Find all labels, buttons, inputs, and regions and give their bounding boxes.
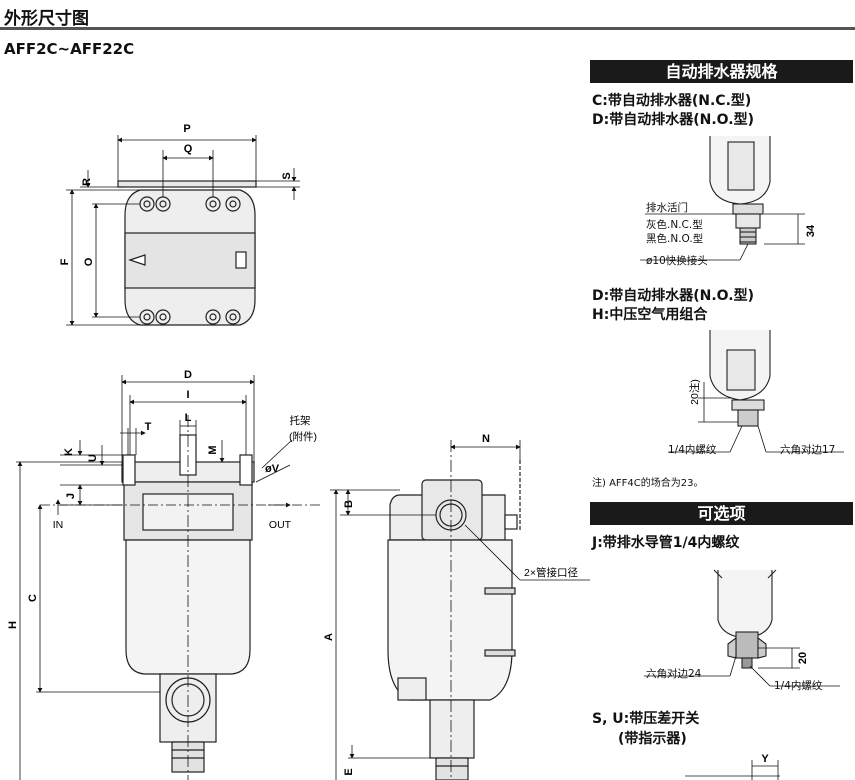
dim-k: K	[63, 448, 75, 456]
dim-i: I	[186, 389, 189, 401]
dim-34: 34	[805, 224, 817, 237]
in-label: IN	[53, 519, 64, 531]
top-view	[117, 180, 257, 326]
thread-label-b: 1/4内螺纹	[774, 680, 823, 692]
dim-p: P	[183, 123, 190, 135]
option-h: H:中压空气用组合	[592, 307, 708, 323]
model-range: AFF2C~AFF22C	[4, 40, 135, 58]
dim-s: S	[281, 172, 293, 179]
dim-20b: 20	[797, 652, 809, 664]
page-title: 外形尺寸图	[4, 9, 89, 29]
bracket-label: 托架	[290, 414, 311, 427]
option-c: C:带自动排水器(N.C.型)	[592, 93, 752, 109]
hex-24-label: 六角对边24	[646, 668, 702, 680]
gray-nc-label: 灰色.N.C.型	[646, 219, 703, 231]
dim-v: øV	[265, 463, 280, 475]
dim-j: J	[65, 493, 77, 499]
option-d2: D:带自动排水器(N.O.型)	[592, 288, 754, 304]
drain-cock-label: 排水活门	[646, 202, 688, 214]
options-banner: 可选项	[590, 502, 853, 525]
thread-label: 1/4内螺纹	[668, 444, 717, 456]
auto-drain-diagram: 34	[640, 136, 817, 261]
medium-pressure-diagram: 20注)	[668, 330, 844, 453]
option-j: J:带排水导管1/4内螺纹	[592, 535, 740, 551]
dim-f: F	[59, 258, 71, 265]
dim-e: E	[343, 768, 355, 775]
dim-r: R	[81, 178, 93, 186]
dim-20-note: 20注)	[688, 379, 701, 405]
dim-y: Y	[761, 753, 769, 765]
dim-o: O	[83, 257, 95, 266]
dim-n: N	[482, 433, 490, 445]
out-label: OUT	[269, 519, 292, 531]
footnote: 注) AFF4C的场合为23。	[592, 478, 704, 489]
dim-u: U	[87, 454, 99, 462]
dim-d: D	[184, 369, 192, 381]
option-su: S, U:带压差开关	[592, 711, 700, 727]
option-su-sub: (带指示器)	[618, 731, 687, 747]
dim-c: C	[27, 594, 39, 602]
pressure-switch-diagram: Y	[685, 753, 780, 780]
dim-a: A	[323, 633, 335, 641]
dim-m: M	[207, 445, 219, 454]
drain-guide-diagram: 20	[644, 569, 840, 687]
dim-t: T	[145, 421, 152, 433]
side-view	[387, 460, 521, 780]
option-d: D:带自动排水器(N.O.型)	[592, 112, 754, 128]
black-no-label: 黑色.N.O.型	[646, 233, 704, 245]
dim-q: Q	[184, 143, 193, 155]
fitting-label: ø10快换接头	[646, 255, 708, 267]
dim-h: H	[7, 621, 19, 629]
dim-b: B	[343, 500, 355, 508]
spec-banner: 自动排水器规格	[590, 60, 853, 83]
bracket-sub: (附件)	[289, 430, 317, 443]
dimension-drawing: P Q R S F O	[7, 123, 590, 780]
title-divider	[0, 27, 855, 30]
port-label: 2×管接口径	[524, 566, 578, 579]
dim-l: L	[185, 412, 192, 424]
hex-17-label: 六角对边17	[780, 444, 836, 456]
